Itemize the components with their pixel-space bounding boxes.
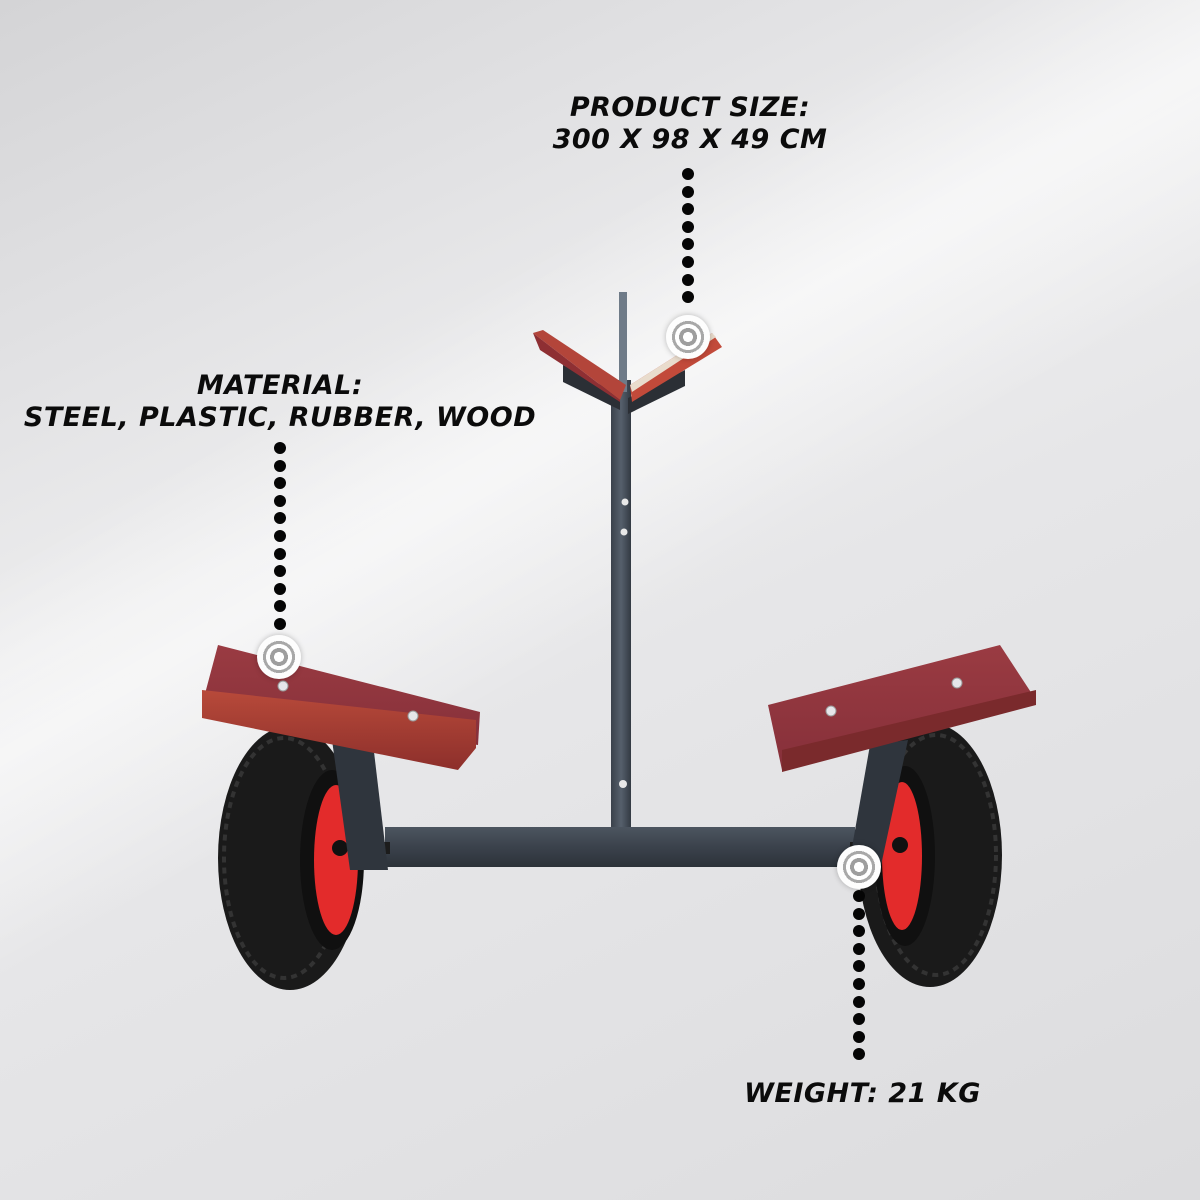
product-size-leader <box>682 168 694 304</box>
weight-label: WEIGHT: 21 KG <box>730 1078 995 1110</box>
leader-dot <box>853 1030 865 1043</box>
leader-dot <box>682 220 694 233</box>
leader-dot <box>682 273 694 286</box>
leader-dot <box>274 477 286 490</box>
leader-dot <box>682 168 694 180</box>
leader-dot <box>682 203 694 216</box>
leader-dot <box>274 529 286 542</box>
center-spine <box>611 292 631 830</box>
axle-beam <box>345 827 900 867</box>
material-label: MATERIAL: STEEL, PLASTIC, RUBBER, WOOD <box>0 370 560 435</box>
leader-dot <box>853 995 865 1008</box>
leader-dot <box>274 582 286 595</box>
leader-dot <box>682 255 694 268</box>
leader-dot <box>853 907 865 920</box>
leader-dot <box>853 1013 865 1026</box>
right-bunk <box>768 645 1036 870</box>
material-heading: MATERIAL: <box>196 370 364 401</box>
weight-value: WEIGHT: 21 KG <box>744 1078 981 1109</box>
leader-dot <box>274 459 286 472</box>
leader-dot <box>274 547 286 560</box>
leader-dot <box>853 942 865 955</box>
leader-dot <box>274 617 286 630</box>
target-marker-icon <box>666 315 710 359</box>
leader-dot <box>682 185 694 198</box>
product-size-value: 300 X 98 X 49 CM <box>552 124 828 156</box>
leader-dot <box>682 291 694 304</box>
product-size-heading: PRODUCT SIZE: <box>569 92 811 123</box>
leader-dot <box>682 238 694 251</box>
leader-dot <box>853 890 865 902</box>
product-size-label: PRODUCT SIZE: 300 X 98 X 49 CM <box>540 92 840 157</box>
leader-dot <box>274 512 286 525</box>
leader-dot <box>274 494 286 507</box>
target-marker-icon <box>257 635 301 679</box>
weight-leader <box>853 890 865 1061</box>
leader-dot <box>853 960 865 973</box>
leader-dot <box>853 977 865 990</box>
material-value: STEEL, PLASTIC, RUBBER, WOOD <box>23 402 537 434</box>
leader-dot <box>274 442 286 454</box>
leader-dot <box>274 600 286 613</box>
target-marker-icon <box>837 845 881 889</box>
leader-dot <box>274 565 286 578</box>
material-leader <box>274 442 286 630</box>
leader-dot <box>853 925 865 938</box>
leader-dot <box>853 1048 865 1061</box>
